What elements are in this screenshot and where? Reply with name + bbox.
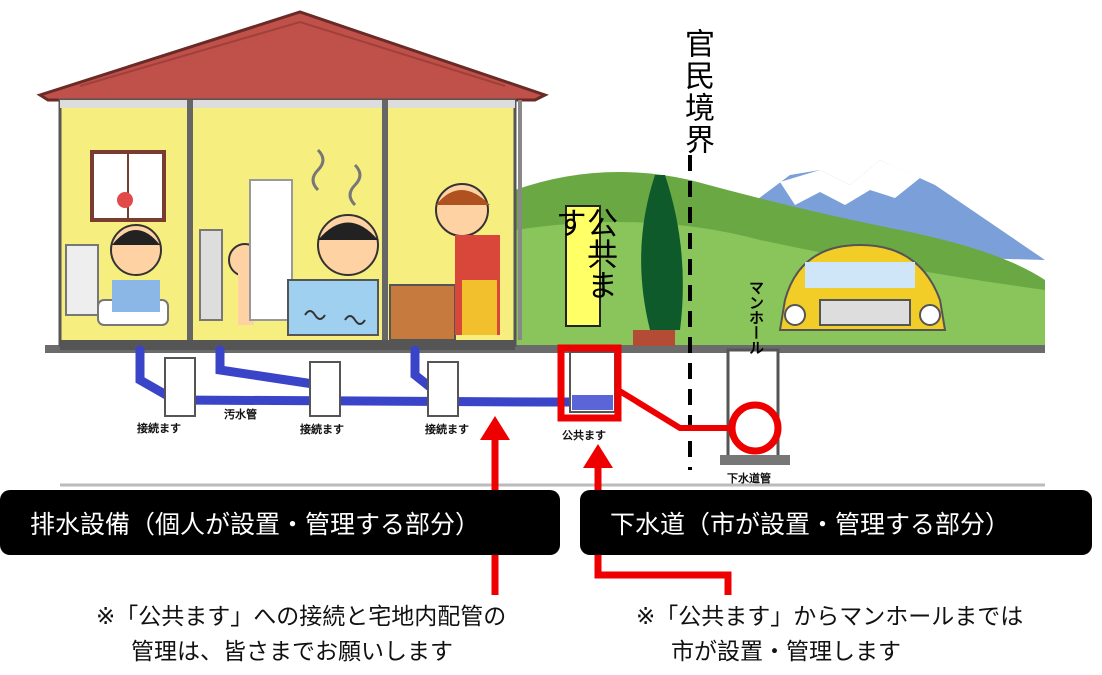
connection-basins [164,357,459,417]
public-basin-tag: 公共ます [550,205,617,327]
sewage-pipe-label: 汚水管 [224,408,257,421]
ground-surface [45,345,1045,353]
roof [36,10,549,102]
car [778,243,947,331]
public-section-label: 下水道（市が設置・管理する部分） [610,509,1011,539]
kitchen-person [389,183,500,341]
washbasin-person [199,179,293,325]
connection-basin-label-2: 接続ます [300,423,344,436]
private-section-label: 排水設備（個人が設置・管理する部分） [30,509,481,539]
toilet-person [65,224,169,326]
boundary-label: 官民境界 [679,28,714,156]
public-section-banner: 下水道（市が設置・管理する部分） [580,490,1092,555]
connection-basin-label-3: 接続ます [425,423,469,436]
public-note-line2: 市が設置・管理します [671,639,901,665]
manhole-connection-highlight [728,401,782,455]
public-pipe-highlight [616,387,735,431]
private-note-line2: 管理は、皆さまでお願いします [131,639,453,665]
public-basin-highlight [557,344,622,422]
public-note: ※「公共ます」からマンホールまでは 市が設置・管理します [636,600,1023,670]
private-note-line1: ※「公共ます」への接続と宅地内配管の [96,604,507,630]
tree [633,175,683,346]
private-note: ※「公共ます」への接続と宅地内配管の 管理は、皆さまでお願いします [96,600,506,670]
private-section-banner: 排水設備（個人が設置・管理する部分） [0,490,560,555]
sewer-main-label: 下水道管 [727,472,771,485]
public-note-line1: ※「公共ます」からマンホールまでは [636,604,1024,630]
public-basin-label: 公共ます [562,429,606,442]
bathtub-person [287,148,379,336]
underground [45,353,1045,480]
manhole-label: マンホール [747,280,765,355]
connection-basin-label-1: 接続ます [137,422,181,435]
